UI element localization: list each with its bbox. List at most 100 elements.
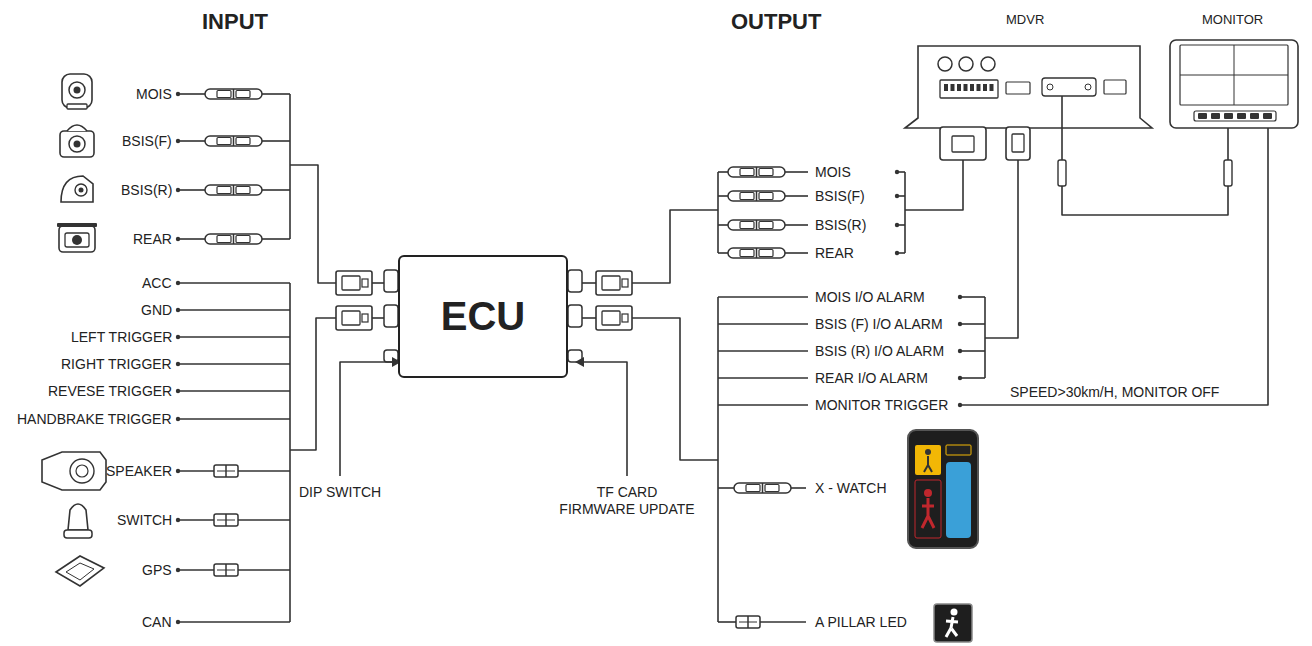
wire bbox=[582, 317, 596, 319]
mdvr-antenna-port bbox=[981, 57, 995, 71]
camera-housing bbox=[59, 226, 95, 252]
wire bbox=[718, 323, 808, 325]
signal-label: MONITOR TRIGGER bbox=[815, 397, 948, 413]
connector-segment bbox=[217, 236, 231, 243]
speaker-grille bbox=[76, 465, 88, 477]
camera-visor bbox=[57, 223, 97, 227]
wire bbox=[785, 252, 808, 254]
mdvr-pin bbox=[944, 84, 948, 91]
connector-segment bbox=[740, 193, 754, 200]
small-plug bbox=[214, 514, 238, 526]
connector-segment bbox=[236, 236, 250, 243]
wire bbox=[718, 296, 808, 298]
camera-base bbox=[67, 104, 87, 109]
signal-label: BSIS(F) bbox=[815, 188, 865, 204]
arrow-head bbox=[575, 357, 584, 367]
wire bbox=[262, 93, 290, 95]
wire bbox=[717, 172, 719, 253]
x-watch-panel bbox=[915, 480, 941, 538]
harness-socket bbox=[342, 311, 360, 325]
wire bbox=[178, 238, 205, 240]
harness-connector bbox=[336, 271, 372, 295]
gps-face bbox=[66, 563, 94, 580]
wire bbox=[372, 317, 384, 319]
wire bbox=[760, 621, 806, 623]
pedestrian-head bbox=[925, 449, 931, 455]
x-watch-vehicle-panel bbox=[946, 462, 971, 538]
harness-latch bbox=[362, 279, 368, 287]
x-watch-pedestrian-panel bbox=[915, 445, 941, 475]
connector-segment bbox=[217, 187, 231, 194]
video-cable bbox=[1062, 96, 1228, 215]
signal-label: BSIS (F) I/O ALARM bbox=[815, 316, 943, 332]
mdvr-harness-socket bbox=[1012, 134, 1024, 152]
mdvr-harness-socket bbox=[952, 136, 974, 152]
monitor-trigger-wire bbox=[960, 127, 1268, 405]
signal-label: BSIS(R) bbox=[121, 182, 172, 198]
signal-label: REAR I/O ALARM bbox=[815, 370, 928, 386]
mdvr-port-block bbox=[940, 80, 998, 98]
connector-seam bbox=[756, 220, 758, 230]
mdvr-dip bbox=[1006, 82, 1030, 94]
signal-label: REVESE TRIGGER bbox=[48, 383, 172, 399]
wire bbox=[718, 487, 734, 489]
connector-segment bbox=[217, 91, 231, 98]
inline-connector bbox=[734, 483, 791, 493]
harness-connector bbox=[596, 271, 632, 295]
signal-label: MOIS I/O ALARM bbox=[815, 289, 925, 305]
connector-seam bbox=[756, 167, 758, 177]
harness-socket bbox=[602, 311, 620, 325]
signal-label: GPS bbox=[142, 562, 172, 578]
wire bbox=[178, 93, 205, 95]
signal-label: SPEAKER bbox=[106, 463, 172, 479]
io-bundle bbox=[632, 318, 718, 460]
plug-core bbox=[217, 570, 235, 571]
signal-label: ACC bbox=[142, 275, 172, 291]
component-label: TF CARD FIRMWARE UPDATE bbox=[557, 484, 697, 518]
harness-latch bbox=[622, 279, 628, 287]
wire bbox=[717, 297, 719, 622]
mdvr-screw bbox=[1085, 84, 1091, 90]
ecu-tab bbox=[384, 305, 398, 327]
dip-switch-lead bbox=[340, 362, 393, 476]
signal-label: MOIS bbox=[136, 86, 172, 102]
monitor-button bbox=[1211, 113, 1220, 119]
camera-lens bbox=[69, 82, 85, 98]
monitor-screen bbox=[1180, 45, 1288, 105]
wire bbox=[960, 350, 985, 352]
signal-label: X - WATCH bbox=[815, 480, 887, 496]
pedestrian-body bbox=[922, 498, 934, 528]
wire bbox=[178, 336, 290, 338]
speaker-icon bbox=[42, 452, 106, 490]
ecu-tab bbox=[384, 270, 398, 292]
mdvr-pin bbox=[957, 84, 961, 91]
ecu-tab bbox=[568, 305, 582, 327]
component-label: DIP SWITCH bbox=[299, 484, 381, 501]
device-name: MONITOR bbox=[1202, 12, 1263, 28]
harness-socket bbox=[602, 276, 620, 290]
x-watch-indicator bbox=[946, 445, 971, 455]
mdvr-harness bbox=[1006, 127, 1030, 160]
signal-label: A PILLAR LED bbox=[815, 614, 907, 630]
plug-core bbox=[739, 622, 757, 623]
wire bbox=[904, 172, 906, 253]
monitor-body bbox=[1170, 40, 1298, 128]
plug-core bbox=[217, 471, 235, 472]
wire bbox=[718, 252, 728, 254]
led-figure-head bbox=[951, 609, 958, 616]
mdvr-screw bbox=[1047, 84, 1053, 90]
wire bbox=[785, 171, 808, 173]
small-plug bbox=[736, 616, 760, 628]
connector-segment bbox=[759, 169, 773, 176]
speaker-grille bbox=[70, 459, 94, 483]
monitor-button bbox=[1263, 113, 1272, 119]
section-heading: OUTPUT bbox=[731, 9, 821, 35]
connector-segment bbox=[740, 222, 754, 229]
tf-card-lead bbox=[584, 362, 627, 476]
connector-segment bbox=[759, 193, 773, 200]
cable-plug bbox=[1224, 160, 1232, 186]
mdvr-pin bbox=[970, 84, 974, 91]
alarm-bundle bbox=[985, 160, 1018, 338]
mdvr-pin bbox=[951, 84, 955, 91]
